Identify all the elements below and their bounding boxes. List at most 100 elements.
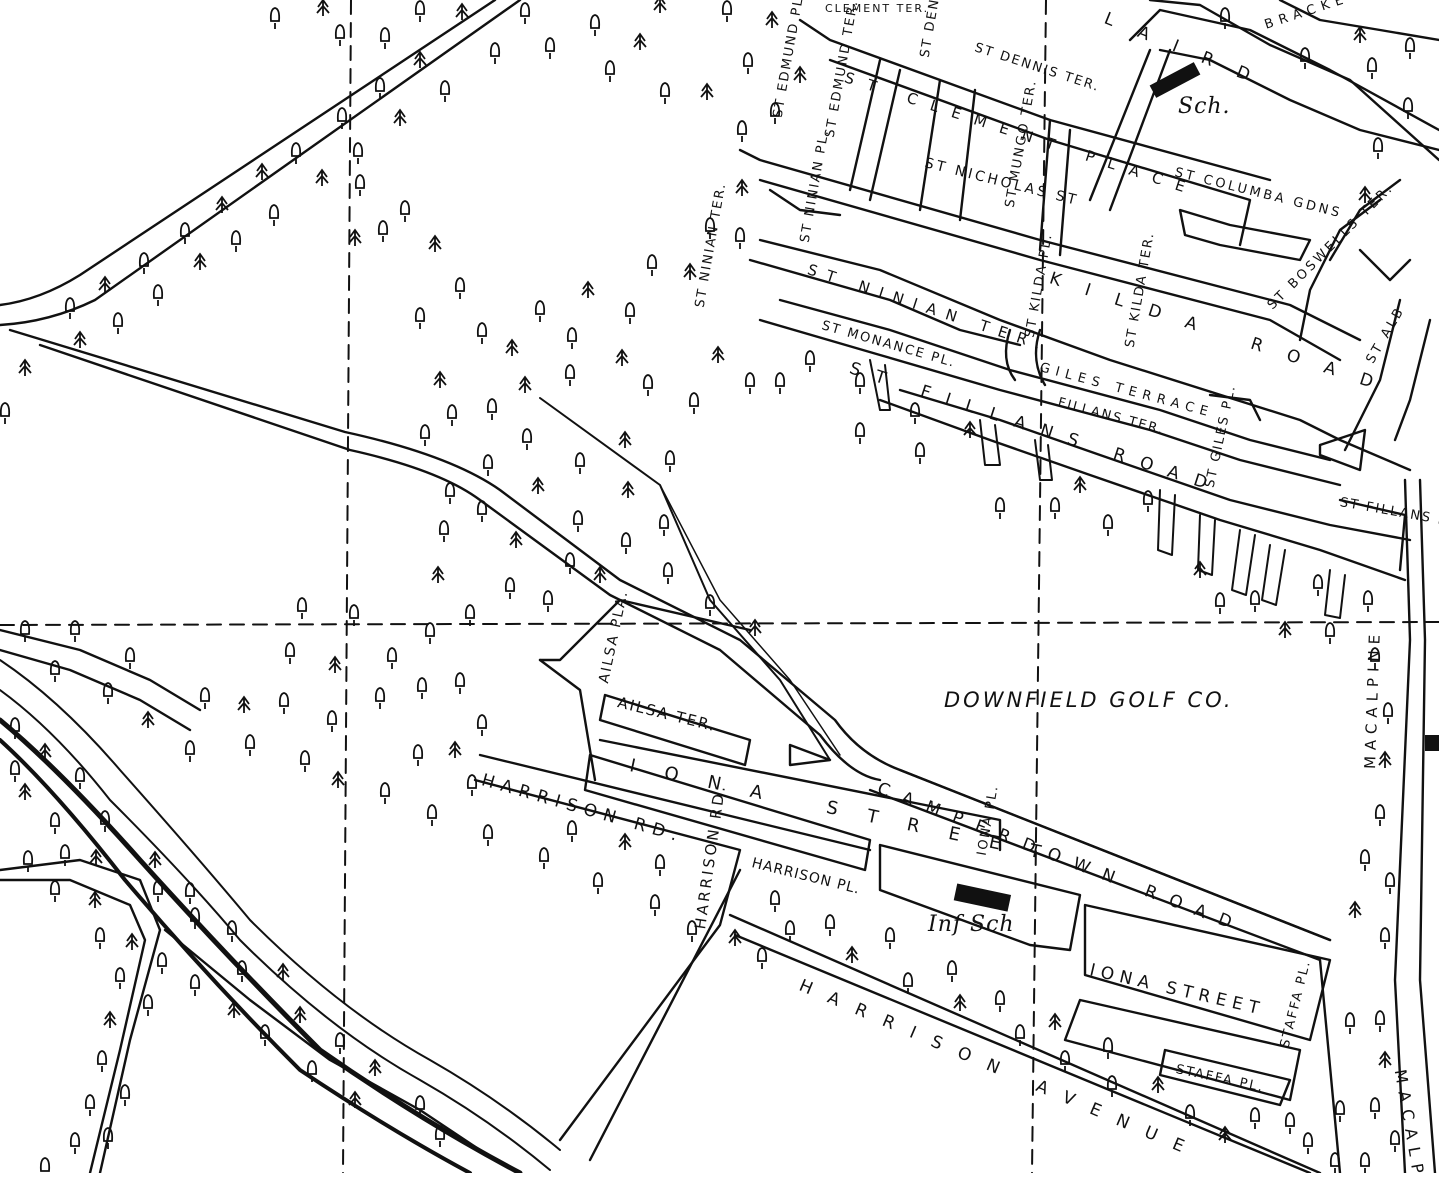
- tree-icon: [299, 750, 311, 772]
- tree-icon: [379, 782, 391, 804]
- tree-icon: [542, 590, 554, 612]
- tree-icon: [454, 672, 466, 694]
- tree-icon: [744, 372, 756, 394]
- conifer-icon: [793, 65, 807, 83]
- tree-icon: [9, 717, 21, 739]
- tree-icon: [326, 710, 338, 732]
- tree-icon: [1379, 927, 1391, 949]
- tree-icon: [446, 404, 458, 426]
- conifer-icon: [735, 178, 749, 196]
- staffa-block: [1158, 1048, 1292, 1107]
- tree-icon: [482, 454, 494, 476]
- tree-icon: [1219, 7, 1231, 29]
- tree-icon: [386, 647, 398, 669]
- tree-icon: [1402, 97, 1414, 119]
- tree-icon: [1324, 622, 1336, 644]
- tree-icon: [334, 1032, 346, 1054]
- tree-icon: [476, 500, 488, 522]
- tree-icon: [19, 620, 31, 642]
- conifer-icon: [621, 480, 635, 498]
- tree-icon: [119, 1084, 131, 1106]
- conifer-icon: [1048, 1012, 1062, 1030]
- tree-icon: [69, 1132, 81, 1154]
- conifer-icon: [18, 782, 32, 800]
- tree-icon: [566, 820, 578, 842]
- tree-icon: [336, 107, 348, 129]
- conifer-icon: [531, 476, 545, 494]
- tree-icon: [1344, 1012, 1356, 1034]
- tree-icon: [278, 692, 290, 714]
- tree-icon: [769, 102, 781, 124]
- tree-icon: [1369, 647, 1381, 669]
- tree-icon: [664, 450, 676, 472]
- conifer-icon: [593, 565, 607, 583]
- tree-icon: [59, 844, 71, 866]
- conifer-icon: [618, 430, 632, 448]
- macalpine-road: [1393, 478, 1437, 1175]
- conifer-icon: [1378, 1050, 1392, 1068]
- conifer-icon: [89, 848, 103, 866]
- tree-icon: [138, 252, 150, 274]
- conifer-icon: [1193, 560, 1207, 578]
- tree-icon: [1049, 497, 1061, 519]
- conifer-icon: [963, 420, 977, 438]
- tree-icon: [1366, 57, 1378, 79]
- tree-icon: [909, 402, 921, 424]
- conifer-icon: [433, 370, 447, 388]
- tree-icon: [566, 327, 578, 349]
- tree-icon: [1382, 702, 1394, 724]
- tree-icon: [736, 120, 748, 142]
- tree-icon: [439, 80, 451, 102]
- tree-icon: [348, 604, 360, 626]
- tree-icon: [564, 364, 576, 386]
- tree-icon: [74, 767, 86, 789]
- tree-icon: [592, 872, 604, 894]
- conifer-icon: [615, 348, 629, 366]
- school-markers: [953, 62, 1439, 912]
- tree-icon: [620, 532, 632, 554]
- tree-icon: [1359, 849, 1371, 871]
- tree-icon: [379, 27, 391, 49]
- tree-icon: [604, 60, 616, 82]
- tree-icon: [658, 514, 670, 536]
- tree-icon: [189, 907, 201, 929]
- conifer-icon: [748, 618, 762, 636]
- conifer-icon: [316, 0, 330, 16]
- tree-icon: [742, 52, 754, 74]
- tree-icon: [476, 322, 488, 344]
- tree-icon: [854, 422, 866, 444]
- tree-icon: [49, 880, 61, 902]
- tree-icon: [296, 597, 308, 619]
- tree-icon: [774, 372, 786, 394]
- conifer-icon: [455, 2, 469, 20]
- tree-icon: [426, 804, 438, 826]
- tree-icon: [438, 520, 450, 542]
- tree-icon: [564, 552, 576, 574]
- conifer-icon: [509, 530, 523, 548]
- conifer-icon: [293, 1005, 307, 1023]
- tree-icon: [1359, 1152, 1371, 1174]
- conifer-icon: [215, 195, 229, 213]
- tree-icon: [721, 0, 733, 22]
- conifer-icon: [1278, 620, 1292, 638]
- tree-icon: [1249, 1107, 1261, 1129]
- tree-icon: [854, 372, 866, 394]
- tree-icon: [1102, 1037, 1114, 1059]
- conifer-icon: [368, 1058, 382, 1076]
- conifer-icon: [1378, 750, 1392, 768]
- downfield-golf-label: DOWNFIELD GOLF CO.: [944, 688, 1234, 712]
- river-heavy: [0, 717, 523, 1176]
- tree-icon: [756, 947, 768, 969]
- tree-icon: [414, 307, 426, 329]
- tree-icon: [519, 2, 531, 24]
- tree-icon: [654, 854, 666, 876]
- tree-icon: [49, 812, 61, 834]
- conifer-icon: [728, 928, 742, 946]
- tree-icon: [374, 687, 386, 709]
- tree-icon: [686, 920, 698, 942]
- conifer-icon: [276, 962, 290, 980]
- tree-icon: [189, 974, 201, 996]
- tree-icon: [434, 1125, 446, 1147]
- tree-icon: [662, 562, 674, 584]
